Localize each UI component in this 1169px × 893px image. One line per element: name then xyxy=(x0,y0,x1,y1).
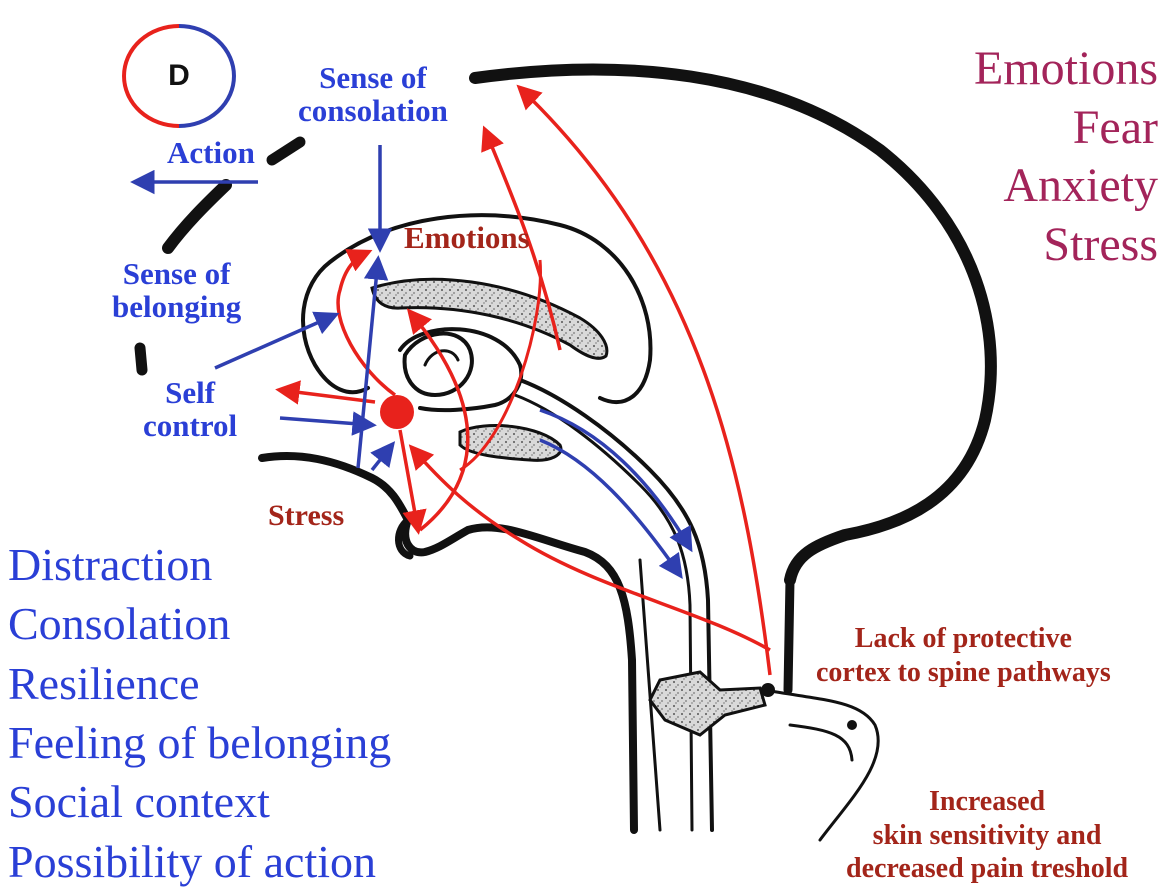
label-self-control: Self control xyxy=(143,377,237,442)
label-lack-of-protective: Lack of protective cortex to spine pathw… xyxy=(816,622,1111,689)
arrow-blue-vertical xyxy=(358,260,378,468)
label-increased-skin-line2: skin sensitivity and xyxy=(846,819,1128,853)
forehead-stroke-lower xyxy=(168,185,226,248)
nose-stroke xyxy=(140,348,142,370)
label-lack-of-protective-line2: cortex to spine pathways xyxy=(816,656,1111,690)
left-list: Distraction Consolation Resilience Feeli… xyxy=(8,535,391,891)
left-list-item-consolation: Consolation xyxy=(8,594,391,653)
label-self-control-line1: Self xyxy=(143,377,237,410)
ganglion-dot-1 xyxy=(761,683,775,697)
ganglion-dot-2 xyxy=(847,720,857,730)
label-sense-of-belonging: Sense of belonging xyxy=(112,258,241,323)
left-list-item-feeling-of-belonging: Feeling of belonging xyxy=(8,713,391,772)
vertebra xyxy=(650,672,765,735)
label-sense-of-consolation: Sense of consolation xyxy=(298,62,448,127)
left-list-item-resilience: Resilience xyxy=(8,654,391,713)
d-badge: D xyxy=(119,21,239,131)
forehead-stroke-upper xyxy=(272,142,300,160)
arrow-red-spine-return xyxy=(412,448,770,650)
right-list-item-emotions: Emotions xyxy=(900,40,1158,99)
label-sense-of-belonging-line1: Sense of xyxy=(112,258,241,291)
label-action: Action xyxy=(167,137,255,170)
left-list-item-distraction: Distraction xyxy=(8,535,391,594)
arrow-blue-self-control xyxy=(280,418,372,425)
badge-letter: D xyxy=(119,21,239,131)
label-self-control-line2: control xyxy=(143,410,237,443)
neck-back-line xyxy=(788,580,790,690)
arrow-blue-spine-1 xyxy=(540,410,690,548)
right-list-item-anxiety: Anxiety xyxy=(900,157,1158,216)
label-increased-skin: Increased skin sensitivity and decreased… xyxy=(846,785,1128,886)
right-list-item-stress: Stress xyxy=(900,216,1158,275)
label-increased-skin-line3: decreased pain treshold xyxy=(846,852,1128,886)
label-sense-of-consolation-line1: Sense of xyxy=(298,62,448,95)
right-list: Emotions Fear Anxiety Stress xyxy=(900,40,1158,274)
label-lack-of-protective-line1: Lack of protective xyxy=(816,622,1111,656)
left-list-item-possibility-of-action: Possibility of action xyxy=(8,832,391,891)
thalamus xyxy=(405,334,472,395)
amygdala-dot xyxy=(380,395,414,429)
blue-arrows xyxy=(135,145,690,575)
arrow-blue-lower xyxy=(372,445,392,470)
label-increased-skin-line1: Increased xyxy=(846,785,1128,819)
label-emotions-center: Emotions xyxy=(404,222,530,255)
label-sense-of-belonging-line2: belonging xyxy=(112,291,241,324)
label-stress: Stress xyxy=(268,500,344,532)
label-sense-of-consolation-line2: consolation xyxy=(298,95,448,128)
corpus-callosum xyxy=(372,279,607,358)
right-list-item-fear: Fear xyxy=(900,99,1158,158)
left-list-item-social-context: Social context xyxy=(8,772,391,831)
